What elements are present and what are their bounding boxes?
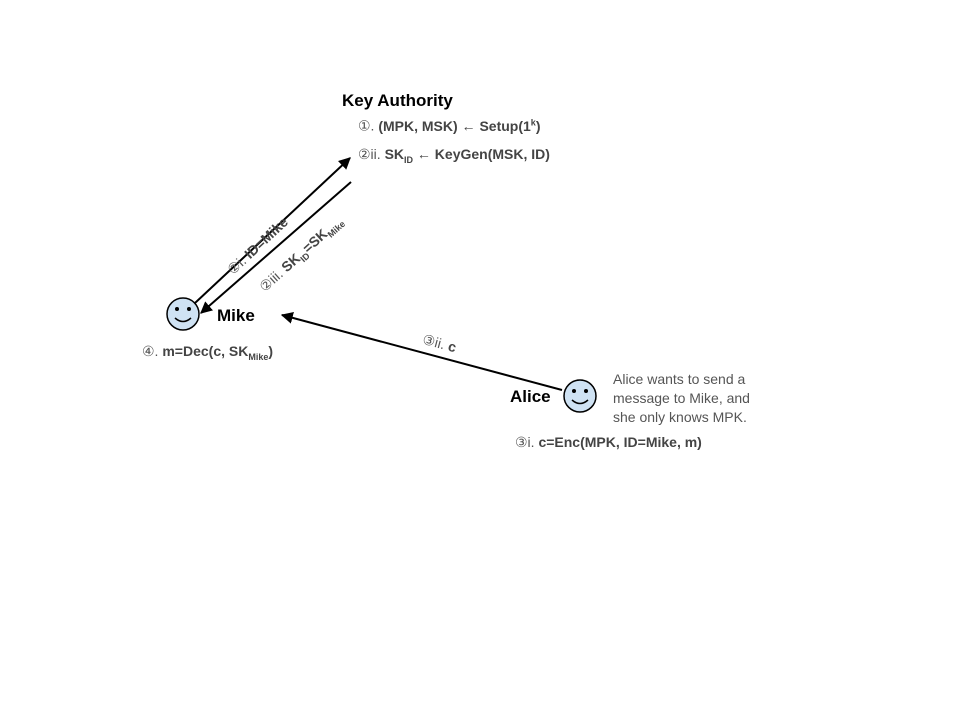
setup-step-sup: k	[530, 117, 536, 127]
arrow-alice-to-mike	[280, 311, 563, 391]
alice-note: Alice wants to send a message to Mike, a…	[613, 371, 750, 425]
mike-smiley-icon	[166, 297, 200, 331]
encrypt-step-text: c=Enc(MPK, ID=Mike, m)	[538, 434, 702, 450]
setup-step-number: ①.	[358, 117, 375, 134]
decrypt-step: ④. m=Dec(c, SKMike)	[142, 343, 273, 362]
key-authority-title: Key Authority	[342, 91, 453, 110]
arrow-mike-to-authority	[194, 157, 351, 304]
arrow-authority-to-mike	[200, 181, 352, 314]
decrypt-step-text: m=Dec(c, SK	[162, 343, 249, 359]
encrypt-step: ③i. c=Enc(MPK, ID=Mike, m)	[515, 434, 702, 451]
setup-step-text: (MPK, MSK) ← Setup(1	[378, 117, 531, 134]
alice-smiley-icon	[563, 379, 597, 413]
keygen-step-sub: ID	[404, 154, 414, 165]
alice-label: Alice	[510, 387, 551, 406]
setup-step-close: )	[535, 117, 541, 134]
setup-step: ①. (MPK, MSK) ← Setup(1k)	[358, 117, 540, 135]
decrypt-step-sub: Mike	[248, 351, 269, 362]
keygen-step-number: ②ii.	[358, 146, 381, 162]
keygen-step-rest: ← KeyGen(MSK, ID)	[416, 146, 550, 162]
keygen-step: ②ii. SKID ← KeyGen(MSK, ID)	[358, 146, 550, 165]
decrypt-step-close: )	[268, 343, 274, 359]
encrypt-step-number: ③i.	[515, 434, 535, 450]
keygen-step-sk: SK	[384, 146, 405, 162]
decrypt-step-number: ④.	[142, 343, 159, 359]
mike-label: Mike	[217, 306, 255, 325]
